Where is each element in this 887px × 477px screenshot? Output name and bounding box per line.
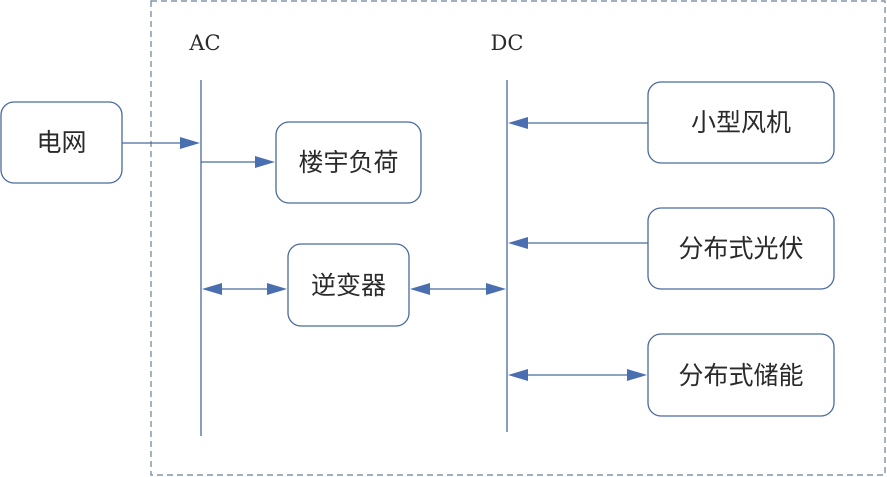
ac-bus-label: AC bbox=[188, 31, 220, 55]
arrowhead-right bbox=[255, 156, 275, 168]
arrowhead-left bbox=[202, 283, 222, 295]
arrowhead-left bbox=[508, 369, 528, 381]
arrowhead-left bbox=[508, 117, 528, 129]
ac-inverter-bidirectional-connector bbox=[202, 283, 287, 295]
grid-label: 电网 bbox=[36, 128, 86, 157]
grid-node: 电网 bbox=[0, 101, 123, 184]
pv-to-dc-connector bbox=[508, 237, 648, 249]
distributed-pv-label: 分布式光伏 bbox=[678, 234, 803, 263]
building-load-label: 楼宇负荷 bbox=[298, 148, 398, 177]
grid-to-ac-connector bbox=[122, 137, 200, 149]
distributed-pv-node: 分布式光伏 bbox=[647, 207, 835, 290]
ac-to-building-load-connector bbox=[201, 156, 275, 168]
inverter-dc-bidirectional-connector bbox=[410, 283, 506, 295]
inverter-node: 逆变器 bbox=[287, 243, 410, 327]
arrowhead-right bbox=[627, 369, 647, 381]
distributed-storage-label: 分布式储能 bbox=[678, 361, 803, 390]
building-load-box bbox=[275, 121, 422, 204]
building-load-node: 楼宇负荷 bbox=[275, 121, 422, 204]
arrowhead-left bbox=[410, 283, 430, 295]
system-boundary-frame bbox=[150, 0, 886, 476]
wind-to-dc-connector bbox=[508, 117, 648, 129]
dc-storage-bidirectional-connector bbox=[508, 369, 647, 381]
distributed-storage-node: 分布式储能 bbox=[647, 333, 835, 417]
distributed-storage-box bbox=[647, 333, 835, 417]
dc-bus-label: DC bbox=[491, 31, 524, 55]
small-wind-node: 小型风机 bbox=[647, 81, 835, 164]
arrowhead-right bbox=[180, 137, 200, 149]
inverter-box bbox=[287, 243, 410, 327]
distributed-pv-box bbox=[647, 207, 835, 290]
arrowhead-left bbox=[508, 237, 528, 249]
inverter-label: 逆变器 bbox=[311, 271, 386, 300]
arrowhead-right bbox=[267, 283, 287, 295]
small-wind-label: 小型风机 bbox=[691, 108, 791, 137]
arrowhead-right bbox=[486, 283, 506, 295]
